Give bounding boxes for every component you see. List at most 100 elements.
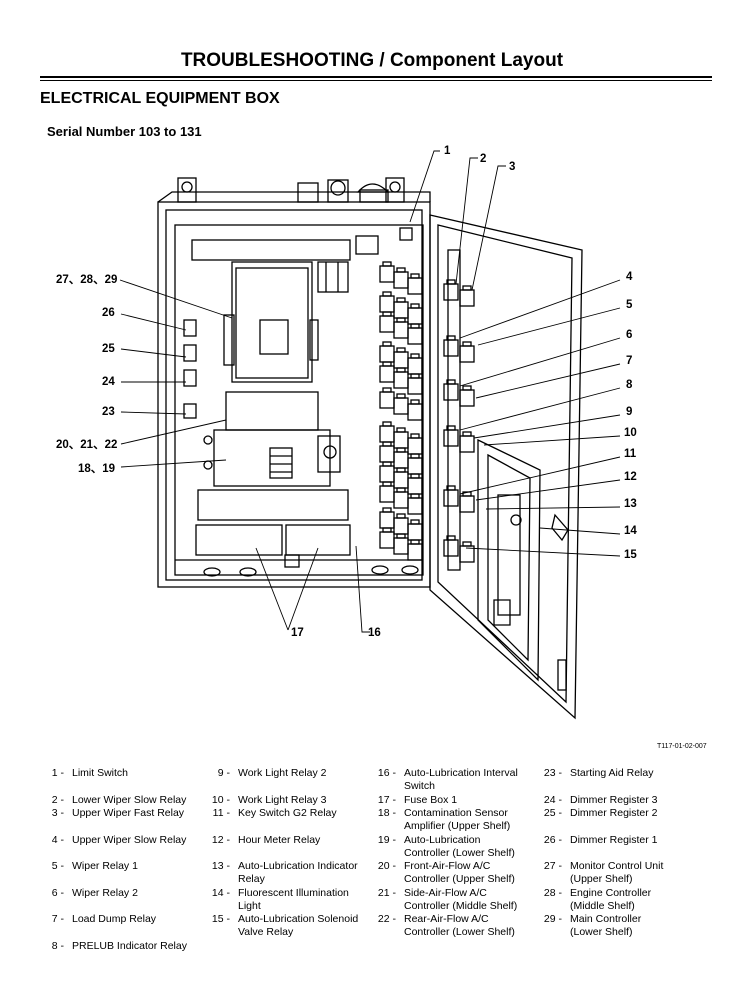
cabinet-relay: [407, 377, 423, 395]
door-relay: [459, 435, 475, 453]
legend-number: 29 -: [543, 913, 562, 925]
section-heading: ELECTRICAL EQUIPMENT BOX: [40, 90, 280, 107]
cabinet-relay-top: [396, 487, 406, 493]
legend-number: 9 -: [217, 767, 230, 779]
cabinet-relay: [393, 301, 409, 319]
callout-5: 5: [626, 299, 633, 311]
legend-text: Engine Controller (Middle Shelf): [570, 887, 652, 912]
cabinet-relay: [379, 511, 395, 529]
legend-text: Auto-Lubrication Interval Switch: [404, 767, 518, 792]
callout-2: 2: [480, 153, 486, 165]
legend-number: 26 -: [543, 834, 562, 846]
cabinet-relay: [407, 497, 423, 515]
cabinet-relay-top: [396, 317, 406, 323]
callout-3: 3: [509, 161, 515, 173]
cabinet-relay-top: [382, 387, 392, 393]
legend-text: PRELUB Indicator Relay: [72, 940, 187, 952]
cabinet-relay: [393, 371, 409, 389]
cabinet-relay: [407, 457, 423, 475]
cabinet-relay: [379, 391, 395, 409]
cabinet-relay-top: [382, 421, 392, 427]
cabinet-relay-top: [382, 341, 392, 347]
cabinet-relay-top: [396, 297, 406, 303]
door-relay: [459, 389, 475, 407]
cabinet-relay: [379, 295, 395, 313]
limit-switch: [399, 227, 413, 241]
door-relay-top: [446, 485, 456, 491]
cabinet-relay: [393, 271, 409, 289]
callout-23: 23: [102, 406, 115, 418]
callout-4: 4: [626, 271, 633, 283]
relay-column: [379, 261, 423, 561]
cabinet-floor: [175, 554, 423, 577]
door-relay-top: [462, 385, 472, 391]
callout-12: 12: [624, 471, 637, 483]
legend-number: 14 -: [211, 887, 230, 899]
cabinet-relay: [379, 425, 395, 443]
legend-number: 5 -: [51, 860, 64, 872]
cabinet-relay: [379, 445, 395, 463]
legend-text: Auto-Lubrication Controller (Lower Shelf…: [404, 834, 515, 859]
cabinet-relay-top: [396, 347, 406, 353]
cabinet-relay-top: [396, 467, 406, 473]
legend-text: Upper Wiper Slow Relay: [72, 834, 187, 846]
cabinet-relay-top: [382, 441, 392, 447]
door-relay: [443, 283, 459, 301]
legend-number: 4 -: [51, 834, 64, 846]
cabinet-relay-top: [382, 461, 392, 467]
leader-lines: [119, 150, 621, 633]
legend-text: Hour Meter Relay: [238, 834, 321, 846]
cabinet-relay: [407, 277, 423, 295]
cabinet-relay: [379, 265, 395, 283]
legend-number: 13 -: [211, 860, 230, 872]
legend-number: 20 -: [377, 860, 396, 872]
cabinet-relay: [379, 485, 395, 503]
callout-13: 13: [624, 498, 637, 510]
title-rule-thick: [40, 76, 712, 78]
cabinet-relay: [393, 351, 409, 369]
callout-11: 11: [624, 448, 637, 460]
title-rule-thin: [40, 80, 712, 81]
cabinet-relay: [393, 451, 409, 469]
legend-number: 3 -: [51, 807, 64, 819]
callout-18-19: 18、19: [78, 463, 115, 475]
cabinet-relay: [393, 537, 409, 555]
legend-text: Monitor Control Unit (Upper Shelf): [570, 860, 664, 885]
callout-7: 7: [626, 355, 632, 367]
cabinet-relay: [407, 477, 423, 495]
door-relay: [459, 495, 475, 513]
legend-number: 18 -: [377, 807, 396, 819]
door-relay-top: [462, 341, 472, 347]
cabinet-relay-top: [410, 373, 420, 379]
door-relay: [443, 539, 459, 557]
legend-text: Load Dump Relay: [72, 913, 157, 925]
legend-text: Auto-Lubrication Indicator Relay: [238, 860, 358, 885]
legend-number: 12 -: [211, 834, 230, 846]
cabinet-relay: [379, 365, 395, 383]
legend-text: Work Light Relay 3: [238, 794, 327, 806]
legend-number: 6 -: [51, 887, 64, 899]
cabinet-relay: [407, 403, 423, 421]
cabinet-relay: [393, 491, 409, 509]
callout-20-22: 20、21、22: [56, 439, 117, 451]
top-fittings: [177, 177, 405, 203]
cabinet-relay-top: [410, 433, 420, 439]
legend-text: Front-Air-Flow A/C Controller (Upper She…: [404, 860, 515, 885]
page-title: TROUBLESHOOTING / Component Layout: [180, 50, 564, 71]
legend-number: 7 -: [51, 913, 64, 925]
cabinet-relay: [393, 517, 409, 535]
cabinet-relay-top: [396, 513, 406, 519]
dimmer-registers: [183, 319, 197, 419]
door-relays: [443, 279, 475, 563]
cabinet-relay: [393, 321, 409, 339]
callout-27-29: 27、28、29: [56, 274, 117, 286]
cabinet-relay-top: [382, 481, 392, 487]
legend-text: Wiper Relay 2: [72, 887, 138, 899]
legend-text: Starting Aid Relay: [570, 767, 654, 779]
legend-text: Fluorescent Illumination Light: [238, 887, 349, 912]
door-relay: [443, 489, 459, 507]
door-relay: [459, 345, 475, 363]
cabinet-relay-top: [410, 273, 420, 279]
cabinet-relay: [379, 465, 395, 483]
cabinet-relay-top: [382, 261, 392, 267]
